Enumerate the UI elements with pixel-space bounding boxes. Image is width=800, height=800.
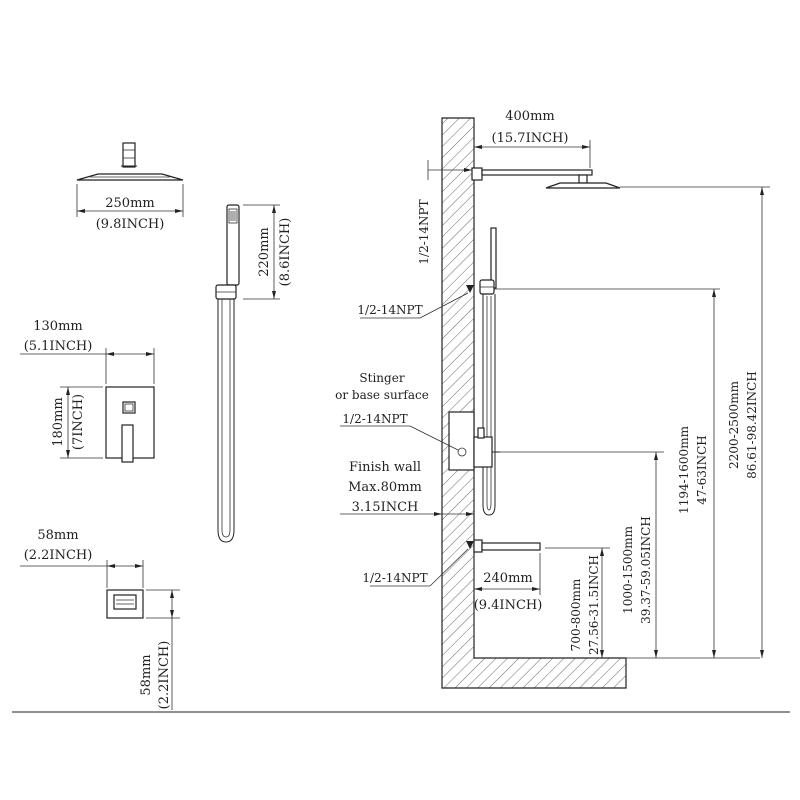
valve-height-in: (7INCH): [71, 394, 86, 450]
handheld-length-in: (8.6INCH): [278, 218, 293, 287]
wall-elbow: [106, 589, 144, 619]
elbow-height-wall-dimension: [494, 288, 720, 658]
valve-height-range-mm: 1000-1500mm: [621, 525, 635, 614]
valve-body: [448, 411, 500, 471]
elbow-height-mm: 58mm: [139, 654, 154, 695]
arm-length-dimension: [473, 140, 591, 168]
elbow-height-in: (2.2INCH): [157, 641, 172, 710]
tub-spout: [466, 539, 541, 553]
max-thickness-mm: Max.80mm: [348, 480, 422, 495]
head-width-mm: 250mm: [105, 196, 154, 211]
elbow-height-range-in: 47-63INCH: [695, 435, 709, 504]
head-height-range-in: 86.61-98.42INCH: [745, 371, 759, 479]
spout-npt-label: 1/2-14NPT: [362, 571, 427, 585]
max-thickness-in: 3.15INCH: [352, 500, 419, 515]
elbow-width-in: (2.2INCH): [24, 548, 93, 563]
elbow-npt-marker: [360, 285, 474, 319]
valve-npt-marker: [340, 425, 459, 451]
head-width-in: (9.8INCH): [96, 217, 165, 232]
elbow-npt-label: 1/2-14NPT: [357, 303, 422, 317]
spout-npt-marker: [370, 548, 469, 587]
valve-height-dimension: [60, 386, 103, 459]
valve-width-dimension: [20, 348, 155, 384]
finish-wall-dimension: [340, 512, 474, 516]
base-surface-label: or base surface: [335, 388, 429, 402]
valve-height-mm: 180mm: [51, 397, 66, 446]
head-height-range-mm: 2200-2500mm: [727, 380, 741, 469]
valve-width-mm: 130mm: [33, 319, 82, 334]
spout-height-mm: 700-800mm: [569, 578, 583, 651]
arm-length-mm: 400mm: [505, 109, 554, 124]
valve-height-wall-dimension: [500, 451, 760, 659]
rain-shower-head: [76, 142, 184, 181]
valve-npt-label: 1/2-14NPT: [342, 412, 407, 426]
elbow-height-range-mm: 1194-1600mm: [677, 425, 691, 514]
arm-length-in: (15.7INCH): [492, 131, 569, 146]
elbow-height-dimension: [146, 589, 180, 710]
arm-npt-marker: [427, 160, 472, 180]
handheld-length-dimension: [243, 204, 280, 300]
head-width-dimension: [76, 184, 184, 217]
elbow-width-mm: 58mm: [37, 528, 78, 543]
finish-wall-label: Finish wall: [349, 460, 421, 475]
valve-height-range-in: 39.37-59.05INCH: [639, 516, 653, 624]
stinger-label: Stinger: [359, 371, 404, 385]
hand-shower: [215, 204, 240, 543]
valve-width-in: (5.1INCH): [24, 339, 93, 354]
spout-height-in: 27.56-31.5INCH: [587, 555, 601, 655]
head-height-dimension: [620, 186, 770, 658]
shower-arm: [471, 167, 621, 189]
slide-bar: [479, 227, 497, 516]
arm-npt-label: 1/2-14NPT: [417, 199, 431, 264]
handheld-length-mm: 220mm: [257, 227, 272, 276]
spout-length-dimension: [473, 553, 541, 595]
spout-height-dimension: [545, 547, 610, 658]
spout-length-mm: 240mm: [483, 571, 532, 586]
spout-length-in: (9.4INCH): [474, 598, 543, 613]
mixing-valve: [105, 386, 155, 463]
elbow-width-dimension: [20, 560, 144, 588]
